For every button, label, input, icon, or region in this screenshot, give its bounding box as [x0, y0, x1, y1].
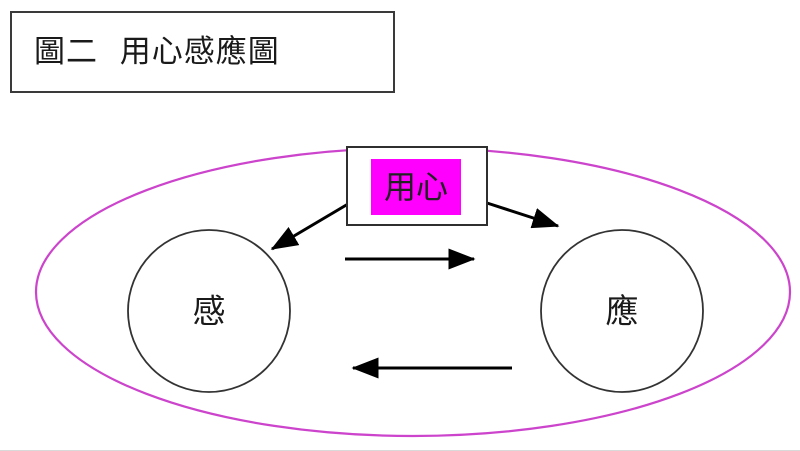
center-node-label: 用心: [383, 168, 448, 206]
node-label-right: 應: [605, 291, 639, 331]
figure-caption-text: 圖二 用心感應圖: [34, 33, 280, 70]
node-label-left: 感: [192, 291, 226, 331]
node-circle-right: [540, 229, 704, 393]
center-node-highlight: 用心: [371, 159, 461, 215]
figure-caption-box: 圖二 用心感應圖: [10, 11, 395, 93]
center-node-box: 用心: [346, 146, 488, 226]
arrow-center-to-right: [486, 201, 560, 229]
node-circle-left: [127, 229, 291, 393]
arrow-center-to-left: [270, 202, 349, 251]
